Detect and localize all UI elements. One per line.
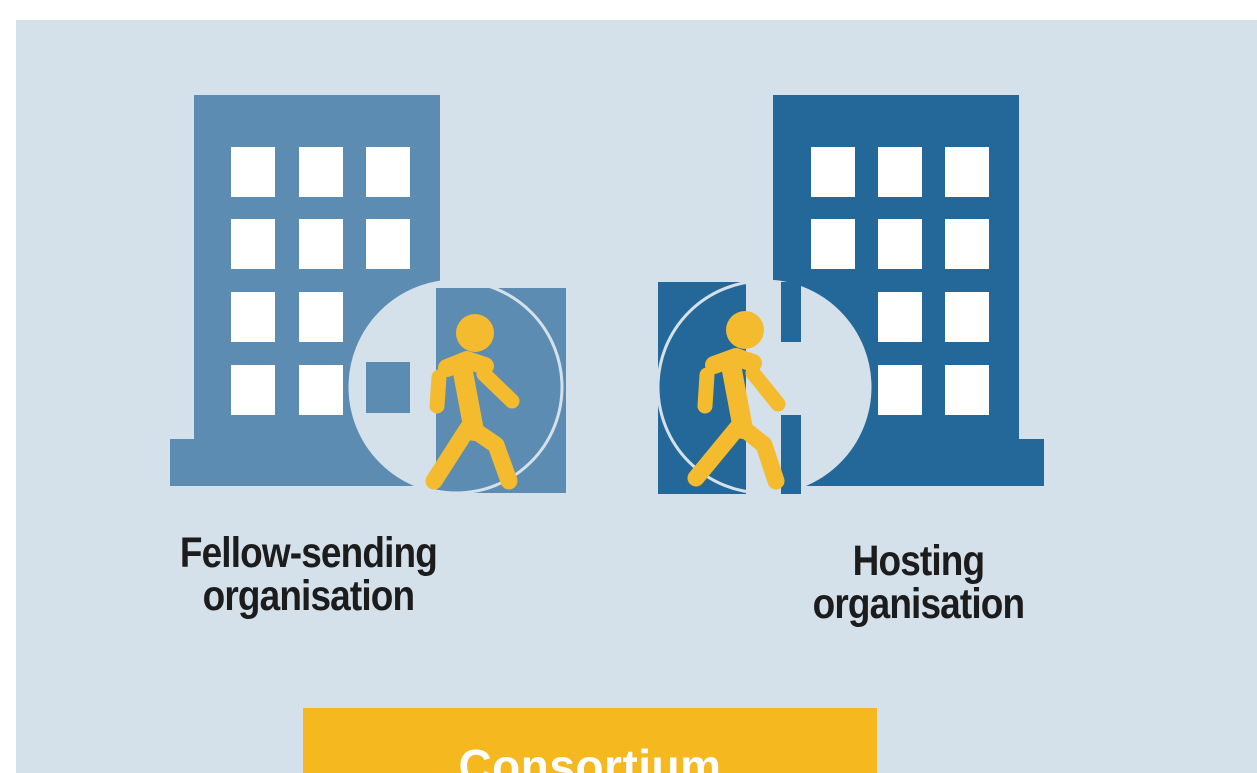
consortium-banner: Consortium: [303, 708, 877, 773]
diagram-illustration: [170, 95, 1044, 495]
sending-building-icon: [170, 95, 466, 486]
sending-organisation-label: Fellow-sending organisation: [160, 532, 457, 618]
consortium-label: Consortium: [458, 740, 722, 773]
hosting-organisation-line2: organisation: [812, 580, 1025, 628]
sending-organisation-line1: Fellow-sending: [179, 529, 438, 577]
hosting-organisation-line1: Hosting: [852, 537, 985, 585]
diagram-panel: Fellow-sending organisation Hosting orga…: [16, 20, 1257, 773]
sending-organisation-line2: organisation: [202, 572, 415, 620]
hosting-walking-person-icon: [687, 311, 786, 490]
sending-walking-person-icon: [425, 314, 520, 490]
hosting-organisation-label: Hosting organisation: [770, 540, 1067, 626]
